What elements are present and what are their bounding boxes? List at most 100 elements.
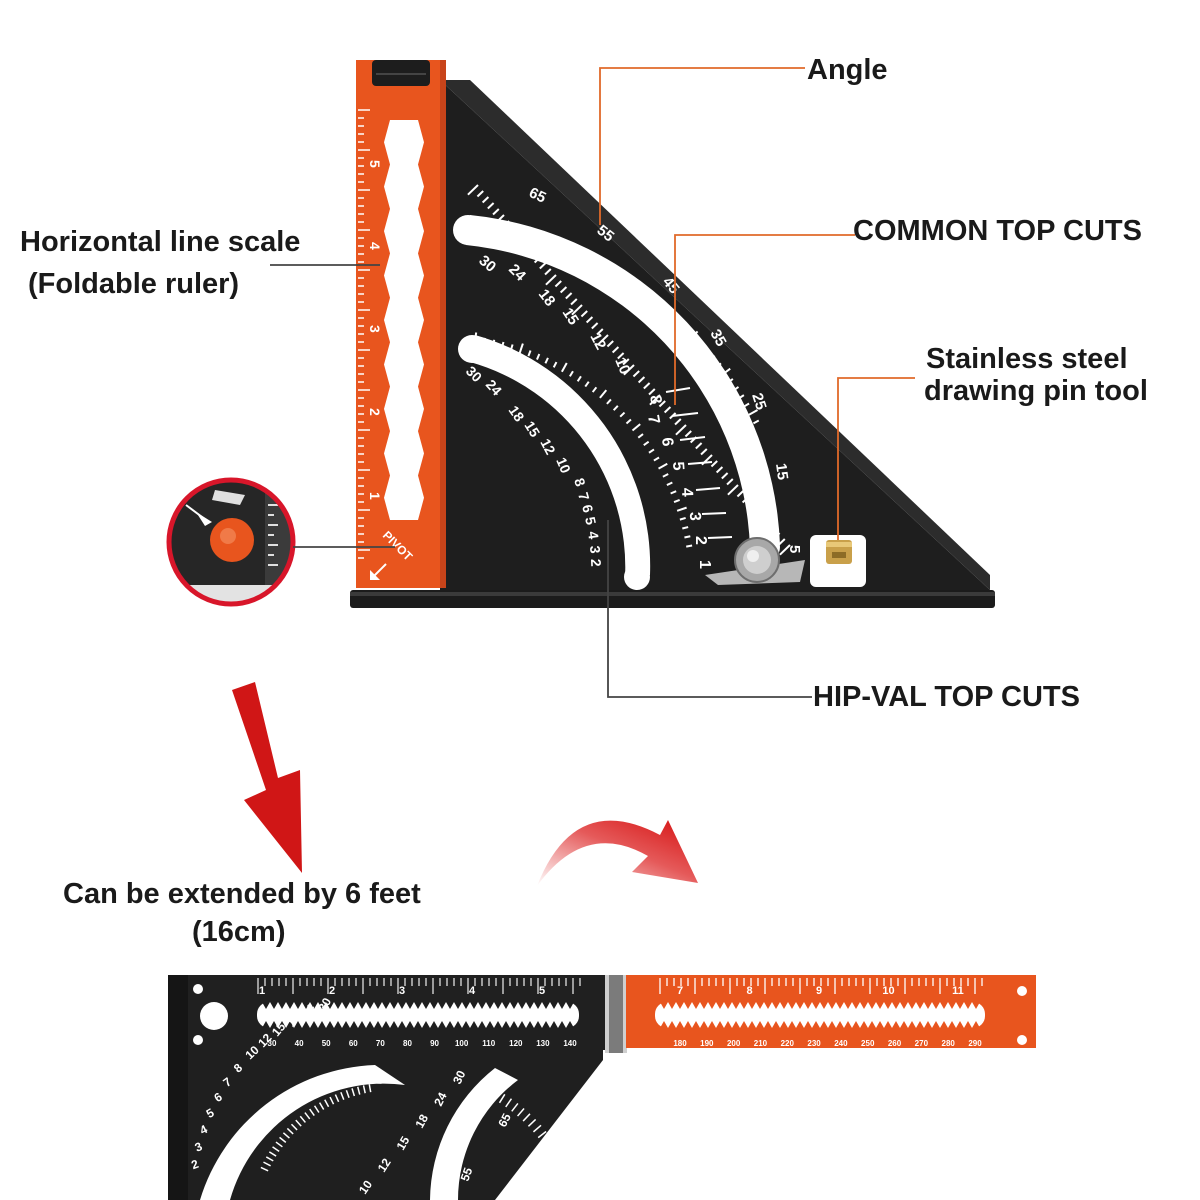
common-col-2: 2 xyxy=(692,536,709,545)
angle-tick xyxy=(674,418,682,426)
orange-slot-tooth xyxy=(836,1021,844,1028)
black-slot-tooth xyxy=(310,1002,318,1009)
orange-slot-tooth xyxy=(972,1002,980,1009)
common-arc-tick xyxy=(523,235,528,246)
orange-slot-tooth xyxy=(756,1021,764,1028)
black-slot-tooth xyxy=(526,1021,534,1028)
common-arc-tick xyxy=(709,355,716,361)
black-slot-tooth xyxy=(270,1002,278,1009)
ruler-num-5: 5 xyxy=(367,160,383,168)
common-arc-tick xyxy=(569,250,576,261)
hip-arc-tick xyxy=(552,361,558,368)
orange-slot-tooth xyxy=(788,1021,796,1028)
bottom-arc-tick xyxy=(522,1113,531,1122)
black-slot-tooth xyxy=(358,1002,366,1009)
black-slot-tooth xyxy=(534,1021,542,1028)
common-arc-tick xyxy=(715,362,722,368)
angle-tick xyxy=(467,184,479,196)
orange-slot-tooth xyxy=(844,1002,852,1009)
common-arc-tick xyxy=(560,250,565,257)
angle-tick xyxy=(559,286,568,294)
black-slot-tooth xyxy=(446,1002,454,1009)
bottom-arc-tick xyxy=(324,1099,330,1108)
bottom-arc-tick xyxy=(290,1123,298,1131)
ruler-tick-marks xyxy=(358,109,370,559)
angle-tick xyxy=(565,292,573,300)
black-slot-tooth xyxy=(294,1021,302,1028)
black-slot-tooth xyxy=(334,1002,342,1009)
orange-slot-tooth xyxy=(764,1002,772,1009)
orange-slot-tooth xyxy=(780,1002,788,1009)
black-slot-tooth xyxy=(270,1021,278,1028)
ruler-num-1: 1 xyxy=(367,492,383,500)
angle-tick xyxy=(539,262,547,270)
common-arc-tick xyxy=(578,257,583,264)
angle-tick-marks xyxy=(467,184,791,556)
angle-tick xyxy=(684,430,692,438)
hip-arc-slot xyxy=(470,335,651,578)
black-slot-tooth xyxy=(262,1002,270,1009)
black-slot-tooth xyxy=(502,1021,510,1028)
orange-slot-tooth xyxy=(900,1021,908,1028)
black-slot-tooth xyxy=(326,1002,334,1009)
hip-arc-tick xyxy=(643,440,650,446)
black-slot-tooth xyxy=(558,1002,566,1009)
angle-tick xyxy=(632,370,640,378)
angle-tick xyxy=(545,274,557,286)
orange-ruler-number: 10 xyxy=(882,985,894,997)
hip-label-2: 2 xyxy=(588,559,604,568)
orange-ruler-number: 7 xyxy=(677,985,683,997)
black-slot-tooth xyxy=(342,1021,350,1028)
common-col-8: 8 xyxy=(646,394,664,406)
angle-tick xyxy=(544,268,552,276)
orange-slot-tooth xyxy=(940,1021,948,1028)
angle-tick xyxy=(736,490,744,498)
common-arc-tick xyxy=(738,394,745,400)
common-arc-tick xyxy=(613,271,620,282)
angle-tick xyxy=(637,376,646,384)
orange-slot-tooth xyxy=(804,1021,812,1028)
orange-slot-tooth xyxy=(756,1002,764,1009)
common-arc-tick xyxy=(668,313,674,320)
orange-slot-tooth xyxy=(812,1021,820,1028)
angle-tick xyxy=(481,196,490,204)
angle-tick xyxy=(585,316,594,324)
hip-label-3: 3 xyxy=(587,545,604,554)
black-ruler-number: 5 xyxy=(539,985,545,997)
black-slot-tooth xyxy=(342,1002,350,1009)
orange-slot-tooth xyxy=(972,1021,980,1028)
orange-slot-tooth xyxy=(860,1021,868,1028)
black-ruler-number: 70 xyxy=(376,1039,385,1048)
black-slot-tooth xyxy=(382,1021,390,1028)
common-col-7: 7 xyxy=(644,414,662,426)
black-slot-tooth xyxy=(430,1002,438,1009)
orange-slot-tooth xyxy=(916,1002,924,1009)
hip-arc-tick xyxy=(612,405,619,411)
angle-tick xyxy=(753,514,765,526)
angle-tick xyxy=(721,472,729,480)
orange-slot-tooth xyxy=(780,1021,788,1028)
black-slot-tooth xyxy=(542,1021,550,1028)
common-label-15: 15 xyxy=(559,305,582,328)
black-slot-tooth xyxy=(374,1002,382,1009)
bottom-arc-tick xyxy=(334,1094,340,1103)
bottom-arc-tick xyxy=(553,1157,564,1164)
orange-slot-tooth xyxy=(876,1021,884,1028)
orange-ruler-number: 220 xyxy=(781,1039,795,1048)
black-slot-tooth xyxy=(366,1002,374,1009)
black-slot-tooth xyxy=(406,1002,414,1009)
angle-label-15: 15 xyxy=(772,462,791,481)
black-slot-tooth xyxy=(398,1002,406,1009)
bottom-angle-55: 55 xyxy=(458,1165,476,1183)
orange-slot-tooth xyxy=(892,1021,900,1028)
common-label-12: 12 xyxy=(586,330,609,353)
orange-slot-tooth xyxy=(884,1002,892,1009)
black-slot-tooth xyxy=(390,1021,398,1028)
black-slot-tooth xyxy=(278,1021,286,1028)
common-col-1: 1 xyxy=(696,560,713,569)
common-arc-tick xyxy=(485,232,489,239)
drawing-pin-callout-line xyxy=(837,377,915,540)
black-slot-tooth xyxy=(390,1002,398,1009)
bottom-arc-tick xyxy=(329,1096,335,1105)
bottom-arc-tick xyxy=(357,1086,361,1095)
